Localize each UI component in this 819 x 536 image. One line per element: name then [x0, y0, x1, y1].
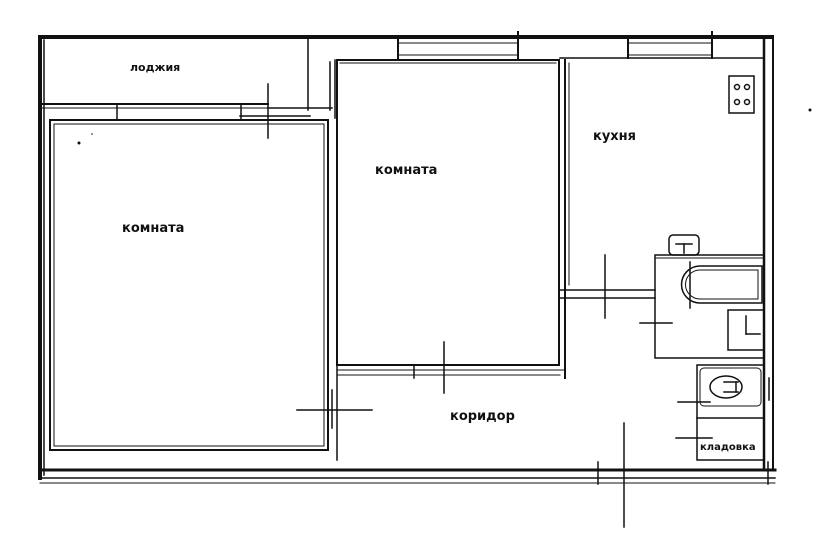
- toilet-icon: [727, 309, 765, 351]
- room-middle: [336, 59, 566, 461]
- kitchen-label: кухня: [593, 129, 637, 144]
- outer-walls: [38, 35, 777, 484]
- loggia: [39, 36, 336, 139]
- top-windows: [397, 31, 765, 59]
- stray-marks: [38, 108, 812, 145]
- room-left-label: комната: [122, 221, 185, 236]
- bathroom: [639, 234, 765, 359]
- room-left: [49, 119, 373, 451]
- loggia-label: лоджия: [130, 61, 181, 74]
- corridor-label: коридор: [450, 409, 515, 424]
- room-middle-label: комната: [375, 163, 438, 178]
- pantry: [675, 364, 770, 461]
- entrance: [597, 422, 769, 528]
- pantry-label: кладовка: [700, 442, 756, 453]
- stove-icon: [728, 75, 755, 114]
- kitchen: [559, 59, 656, 379]
